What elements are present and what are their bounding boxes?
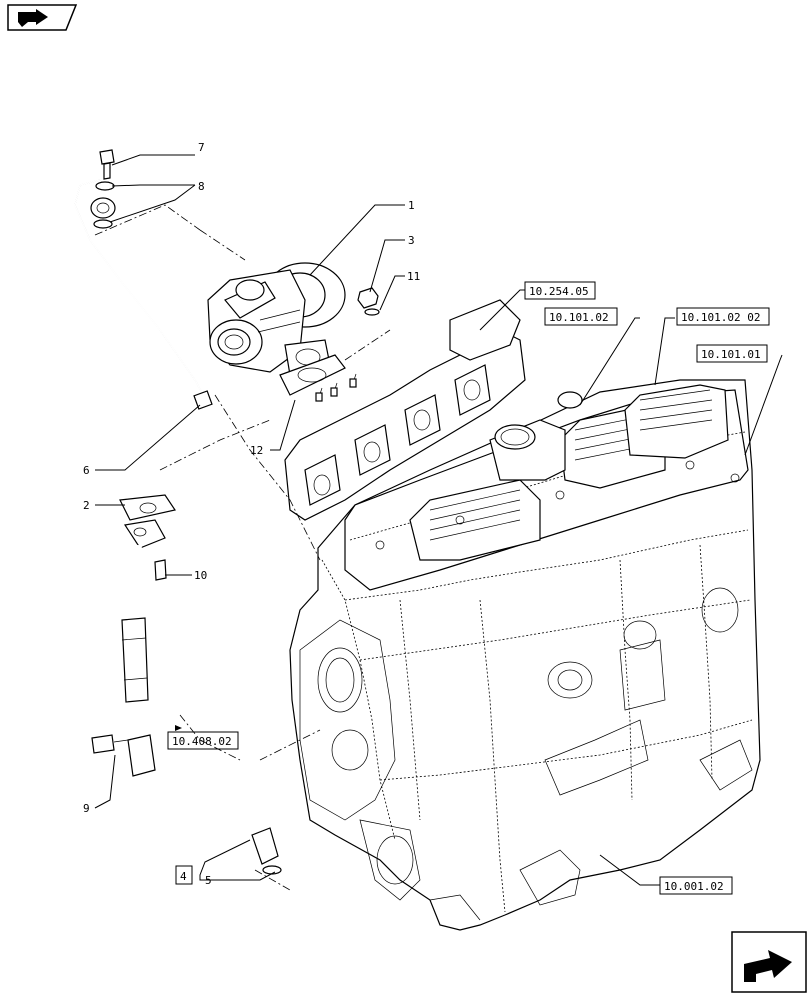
leader-lines: [94, 154, 783, 886]
oil-feed-pipe: [74, 149, 213, 410]
washer-11: [364, 308, 380, 316]
callout-8[interactable]: 8: [198, 180, 205, 193]
reference-boxes: 10.254.05 10.101.02 10.101.02 02 10.101.…: [167, 281, 770, 895]
svg-text:10.408.02: 10.408.02: [172, 735, 232, 748]
assembly-guide-lines: [94, 204, 391, 891]
callout-5[interactable]: 5: [205, 874, 212, 887]
ref-10-254-05[interactable]: 10.254.05: [524, 281, 596, 300]
ref-10-101-01[interactable]: 10.101.01: [696, 344, 768, 363]
turbo-gasket: [279, 354, 346, 396]
nut-3: [357, 287, 379, 309]
ref-10-101-02[interactable]: 10.101.02: [544, 307, 618, 326]
svg-text:10.101.01: 10.101.01: [701, 348, 761, 361]
turbocharger: [207, 262, 346, 376]
svg-text:10.001.02: 10.001.02: [664, 880, 724, 893]
ref-10-408-02[interactable]: 10.408.02: [167, 725, 239, 750]
callout-7[interactable]: 7: [198, 141, 205, 154]
callout-1[interactable]: 1: [408, 199, 415, 212]
callout-4-box: [175, 865, 193, 885]
ref-10-101-02-02[interactable]: 10.101.02 02: [676, 307, 770, 326]
exhaust-manifold: [284, 299, 526, 521]
svg-text:10.101.02 02: 10.101.02 02: [681, 311, 760, 324]
callout-10[interactable]: 10: [194, 569, 207, 582]
back-arrow-icon[interactable]: [7, 4, 78, 31]
callout-11[interactable]: 11: [407, 270, 420, 283]
svg-text:10.254.05: 10.254.05: [529, 285, 589, 298]
next-arrow-icon[interactable]: [731, 931, 807, 993]
callout-2[interactable]: 2: [83, 499, 90, 512]
callout-12[interactable]: 12: [250, 444, 263, 457]
callout-9[interactable]: 9: [83, 802, 90, 815]
callout-6[interactable]: 6: [83, 464, 90, 477]
callout-4[interactable]: 4: [180, 870, 187, 883]
cylinder-head: [344, 384, 749, 591]
callout-3[interactable]: 3: [408, 234, 415, 247]
svg-text:10.101.02: 10.101.02: [549, 311, 609, 324]
oil-return-pipe: [91, 494, 282, 875]
ref-10-001-02[interactable]: 10.001.02: [659, 876, 733, 895]
callout-numbers: 7 8 1 3 11 12 6 2 10 9 4 5: [83, 141, 420, 887]
